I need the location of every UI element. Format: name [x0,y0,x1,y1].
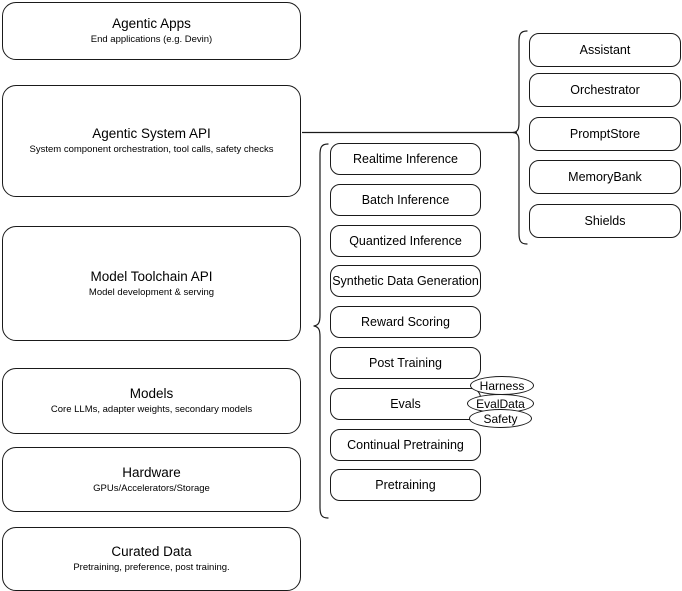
component-promptstore[interactable]: PromptStore [529,117,681,151]
eval-pill-label: EvalData [476,396,525,411]
component-assistant[interactable]: Assistant [529,33,681,67]
capability-reward-scoring[interactable]: Reward Scoring [330,306,481,338]
layer-agentic-system-api[interactable]: Agentic System API System component orch… [2,85,301,197]
capability-quantized-inference[interactable]: Quantized Inference [330,225,481,257]
layer-hardware[interactable]: Hardware GPUs/Accelerators/Storage [2,447,301,512]
capability-batch-inference[interactable]: Batch Inference [330,184,481,216]
component-title: MemoryBank [568,169,642,184]
layer-model-toolchain-api[interactable]: Model Toolchain API Model development & … [2,226,301,341]
layer-subtitle: GPUs/Accelerators/Storage [93,482,210,494]
capability-title: Synthetic Data Generation [332,273,479,288]
component-title: PromptStore [569,126,641,141]
layer-models[interactable]: Models Core LLMs, adapter weights, secon… [2,368,301,434]
right-group-brace [512,30,528,245]
layer-title: Hardware [122,464,181,480]
component-title: Assistant [579,42,631,57]
capability-synthetic-data-generation[interactable]: Synthetic Data Generation [330,265,481,297]
capability-title: Reward Scoring [361,314,450,329]
capability-realtime-inference[interactable]: Realtime Inference [330,143,481,175]
eval-pill-label: Safety [483,411,518,426]
layer-subtitle: Model development & serving [88,287,215,298]
layer-title: Curated Data [111,544,192,559]
layer-curated-data[interactable]: Curated Data Pretraining, preference, po… [2,527,301,591]
layer-title: Model Toolchain API [90,269,213,284]
component-title: Shields [584,213,626,228]
eval-pill-harness[interactable]: Harness [470,376,534,395]
component-orchestrator[interactable]: Orchestrator [529,73,681,107]
layer-title: Agentic System API [92,126,211,141]
capability-continual-pretraining[interactable]: Continual Pretraining [330,429,481,461]
capability-title: Quantized Inference [349,233,462,248]
capability-evals[interactable]: Evals [330,388,481,420]
layer-subtitle: Core LLMs, adapter weights, secondary mo… [50,404,253,415]
layer-subtitle: System component orchestration, tool cal… [29,144,274,155]
layer-subtitle: End applications (e.g. Devin) [90,34,213,45]
capability-title: Continual Pretraining [347,437,464,452]
capability-title: Post Training [369,355,442,370]
layer-title: Models [129,386,174,401]
component-memorybank[interactable]: MemoryBank [529,160,681,194]
eval-pill-label: Harness [479,378,525,393]
capability-title: Realtime Inference [353,151,458,166]
layer-agentic-apps[interactable]: Agentic Apps End applications (e.g. Devi… [2,2,301,60]
capability-title: Evals [390,396,421,411]
middle-group-brace [313,143,329,519]
component-shields[interactable]: Shields [529,204,681,238]
capability-post-training[interactable]: Post Training [330,347,481,379]
capability-title: Batch Inference [361,192,450,207]
layer-subtitle: Pretraining, preference, post training. [73,562,230,573]
eval-pill-safety[interactable]: Safety [469,409,532,428]
capability-pretraining[interactable]: Pretraining [330,469,481,501]
layer-title: Agentic Apps [112,16,191,31]
capability-title: Pretraining [375,477,436,492]
component-title: Orchestrator [570,82,640,97]
